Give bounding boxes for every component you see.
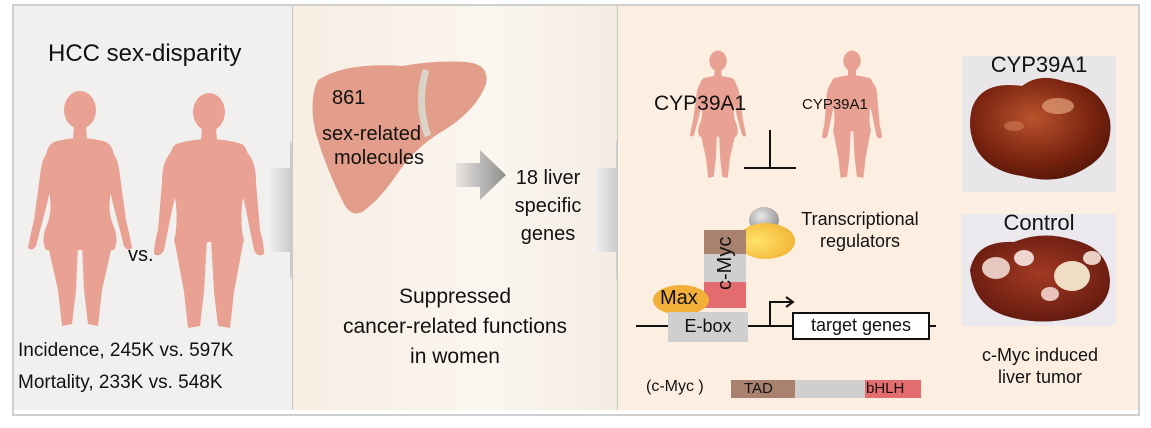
photo2-label: Control — [1003, 210, 1075, 235]
liver-text-line-3: molecules — [334, 147, 425, 169]
max-label: Max — [660, 287, 698, 309]
mortality-text: Mortality, 233K vs. 548K — [18, 372, 223, 393]
tumor-caption: c-Myc induced liver tumor — [950, 344, 1130, 388]
female-silhouette-icon — [28, 91, 132, 326]
liver-to-genes-arrow-icon — [456, 150, 506, 200]
genes-text-line-2: specific — [514, 195, 582, 217]
liver-text-line-2: sex-related — [322, 123, 421, 145]
domain-bhlh-block — [865, 380, 921, 398]
male-silhouette-icon — [154, 93, 264, 328]
target-genes-label: target genes — [810, 315, 912, 335]
male-cyp39a1-label: CYP39A1 — [802, 96, 868, 113]
suppressed-text: Suppressed cancer-related functions in w… — [300, 282, 610, 372]
ebox-label: E-box — [684, 316, 732, 336]
genes-text-line-1: 18 liver — [515, 167, 581, 189]
tumor-caption-line-2: liver tumor — [997, 367, 1082, 387]
cmyc-bhlh-block — [704, 282, 746, 308]
suppressed-text-line-1: Suppressed — [398, 285, 512, 308]
regulators-text-line-1: Transcriptional — [801, 209, 919, 229]
liver-text-line-1: 861 — [332, 87, 366, 109]
domain-tad-block — [731, 380, 795, 398]
max-protein-icon — [653, 285, 709, 315]
tad-label: TAD — [744, 380, 773, 397]
liver-text: 861 — [318, 86, 408, 110]
suppressed-text-line-3: in women — [410, 345, 500, 368]
tumor-caption-line-1: c-Myc induced — [981, 345, 1099, 365]
vs-label: vs. — [128, 244, 154, 266]
male-small-silhouette-icon — [822, 50, 882, 178]
target-genes-box — [792, 312, 930, 340]
genes-text: 18 liver specific genes — [498, 164, 598, 248]
cyp39a1-liver-photo — [962, 56, 1116, 192]
liver-icon — [312, 61, 487, 214]
incidence-text: Incidence, 245K vs. 597K — [18, 340, 234, 361]
bhlh-label: bHLH — [866, 380, 905, 397]
regulators-text-line-2: regulators — [819, 231, 901, 251]
cmyc-tad-block — [704, 230, 746, 254]
cmyc-label: c-Myc — [714, 236, 736, 290]
inhibition-icon — [744, 130, 796, 169]
regulator-yellow-oval-icon — [737, 223, 795, 259]
panel1-title: HCC sex-disparity — [48, 40, 242, 67]
domain-prefix: (c-Myc ) — [646, 378, 704, 395]
photo1-label: CYP39A1 — [990, 52, 1088, 77]
regulators-text: Transcriptional regulators — [780, 208, 940, 252]
female-cyp39a1-label: CYP39A1 — [654, 92, 747, 115]
ebox-block — [668, 312, 748, 342]
genes-text-line-3: genes — [520, 223, 576, 245]
female-small-silhouette-icon — [689, 50, 747, 178]
cmyc-middle-block — [704, 254, 746, 282]
control-liver-tumor-photo — [962, 214, 1116, 326]
suppressed-text-line-2: cancer-related functions — [342, 315, 568, 338]
